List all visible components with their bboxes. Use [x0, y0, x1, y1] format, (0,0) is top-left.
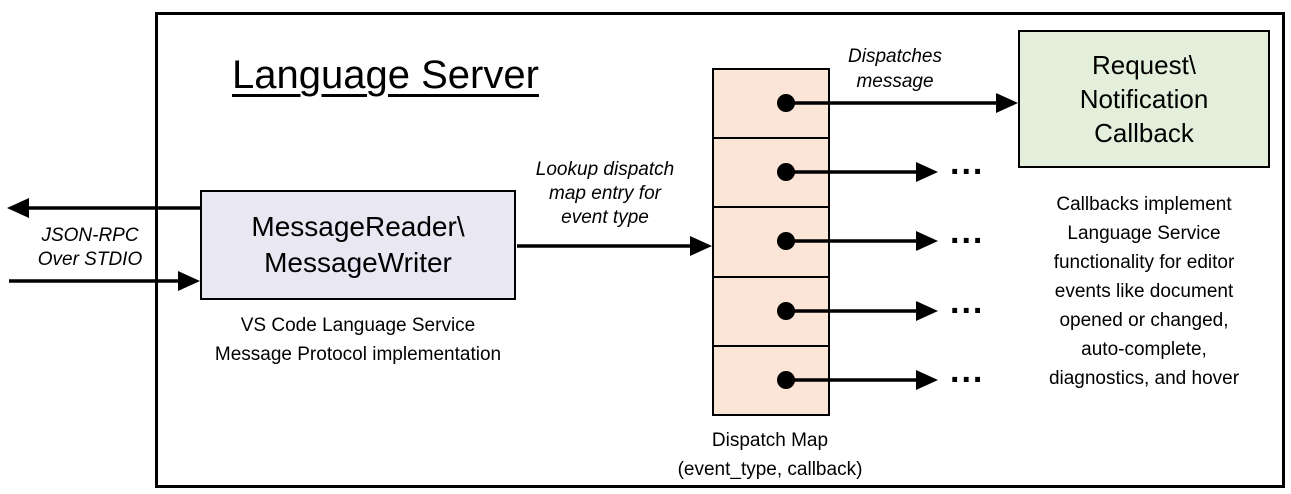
ellipsis-row-5: ...: [950, 352, 985, 390]
dispatches-message-label: Dispatches message: [848, 46, 942, 92]
diagram-title: Language Server: [232, 53, 539, 97]
request-notification-callback-box: Request\ Notification Callback: [1018, 30, 1270, 168]
message-box-caption: VS Code Language Service Message Protoco…: [214, 315, 502, 365]
dispatch-cell-2: [714, 137, 828, 206]
ellipsis-row-4: ...: [950, 283, 985, 321]
lookup-dispatch-label: Lookup dispatch map entry for event type: [535, 159, 675, 228]
dispatch-cell-3: [714, 206, 828, 275]
ellipsis-row-3: ...: [950, 213, 985, 251]
callback-box-label: Request\ Notification Callback: [1079, 50, 1209, 148]
message-reader-writer-box: MessageReader\ MessageWriter: [200, 190, 516, 300]
ellipsis-row-2: ...: [950, 144, 985, 182]
callbacks-note: Callbacks implement Language Service fun…: [1048, 194, 1240, 389]
dispatch-cell-1: [714, 70, 828, 137]
message-reader-writer-label: MessageReader\ MessageWriter: [251, 211, 465, 278]
language-server-boundary-box: [155, 12, 1285, 488]
dispatch-cell-5: [714, 344, 828, 414]
dispatch-map-caption: Dispatch Map (event_type, callback): [677, 430, 863, 480]
jsonrpc-stdio-label: JSON-RPC Over STDIO: [37, 225, 143, 270]
arrow-head-left-icon: [7, 198, 29, 218]
dispatch-map: [712, 68, 830, 416]
dispatch-cell-4: [714, 275, 828, 345]
